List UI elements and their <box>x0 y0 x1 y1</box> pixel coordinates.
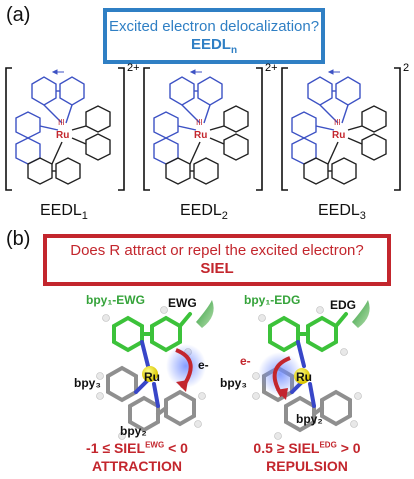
siel-question: Does R attract or repel the excited elec… <box>70 242 364 259</box>
left-ligand-label: bpy₁-EWG <box>86 293 145 307</box>
right-ligand-label: bpy₁-EDG <box>244 293 301 307</box>
complex-2-charge: 2+ <box>265 62 278 74</box>
complex-3-name: EEDL3 <box>318 202 366 223</box>
molecule-ewg <box>94 300 214 440</box>
left-bpy2-label: bpy₂ <box>120 424 147 438</box>
complexes-structures <box>5 67 401 191</box>
left-electron-label: e- <box>198 358 209 372</box>
eedl-question: Excited electron delocalization? <box>108 18 320 35</box>
complex-3-ox: III <box>334 118 341 127</box>
complex-2 <box>143 67 263 191</box>
complex-1-name: EEDL1 <box>40 202 88 223</box>
complex-1 <box>5 67 125 191</box>
right-electron-label: e- <box>240 354 251 368</box>
complex-3-ru: Ru <box>332 130 346 141</box>
left-bpy3-label: bpy₃ <box>74 376 101 390</box>
complex-1-charge: 2+ <box>127 62 140 74</box>
complex-1-ox: III <box>58 118 65 127</box>
siel-keyword: SIEL <box>200 260 234 277</box>
left-group-label: EWG <box>168 296 197 310</box>
panel-b-label: (b) <box>6 228 31 250</box>
right-result: REPULSION <box>266 458 348 474</box>
molecule-edg <box>250 300 370 440</box>
complex-3-charge: 2 <box>403 62 410 74</box>
eedl-question-box: Excited electron delocalization? EEDLn <box>103 8 325 64</box>
left-equation: -1 ≤ SIELEWG < 0 <box>86 440 188 456</box>
eedl-keyword: EEDLn <box>190 36 238 56</box>
left-ru-label: Ru <box>144 370 160 384</box>
complex-2-ru: Ru <box>194 130 208 141</box>
left-result: ATTRACTION <box>92 458 182 474</box>
right-equation: 0.5 ≥ SIELEDG > 0 <box>253 440 361 456</box>
right-bpy2-label: bpy₂ <box>296 412 323 426</box>
complex-1-ru: Ru <box>56 130 70 141</box>
right-group-label: EDG <box>330 298 357 312</box>
siel-question-box: Does R attract or repel the excited elec… <box>43 234 391 286</box>
complex-2-name: EEDL2 <box>180 202 228 223</box>
complex-2-ox: III <box>196 118 203 127</box>
right-bpy3-label: bpy₃ <box>220 376 247 390</box>
complex-3 <box>281 67 401 191</box>
molecule-renders <box>94 300 370 440</box>
panel-a-label: (a) <box>6 4 31 26</box>
right-ru-label: Ru <box>296 370 312 384</box>
